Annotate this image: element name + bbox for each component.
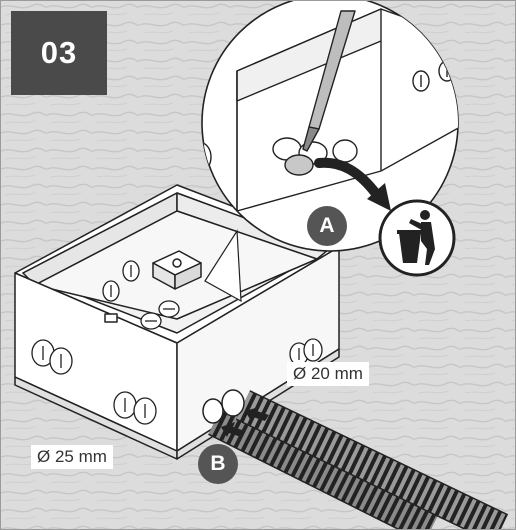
diameter-label-large: Ø 25 mm [31, 445, 113, 469]
zoom-callout [201, 1, 459, 303]
insert-arrows [221, 407, 269, 437]
box-knockouts [31, 260, 323, 425]
entry-holes [202, 389, 245, 424]
diameter-label-small: Ø 20 mm [287, 362, 369, 386]
marker-a: A [307, 206, 347, 246]
marker-b: B [198, 444, 238, 484]
conduits [208, 390, 509, 529]
trash-disposal-icon [378, 199, 456, 277]
step-number-badge: 03 [11, 11, 107, 95]
